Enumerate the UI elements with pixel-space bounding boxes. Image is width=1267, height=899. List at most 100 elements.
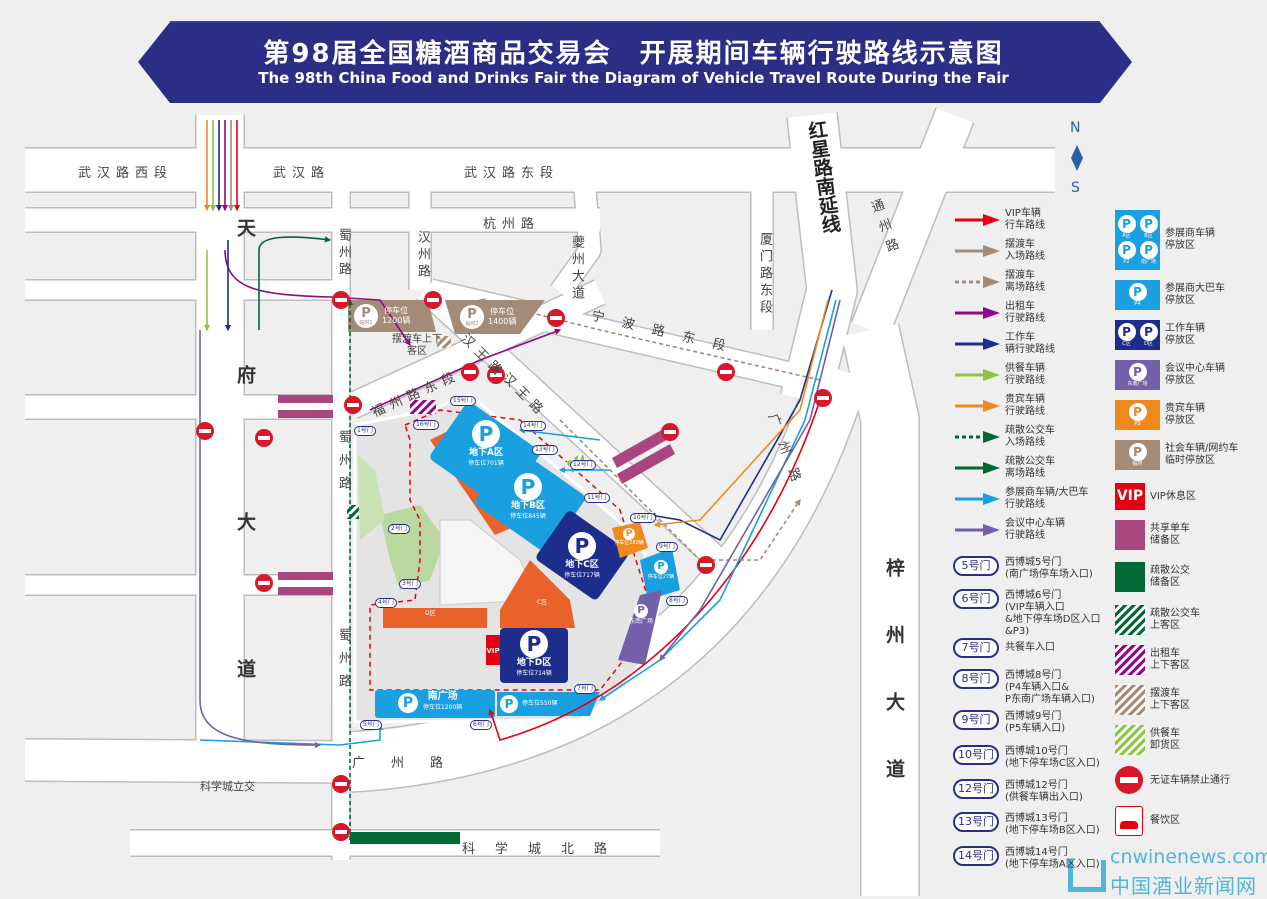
gate-15: 15号门	[450, 396, 476, 406]
legend-gate-badge: 6号门	[953, 589, 999, 609]
road-zizhou: 梓州大道	[883, 558, 905, 826]
legend-route-label: VIP车辆 行车路线	[1005, 208, 1045, 231]
legend-area-label: 餐饮区	[1150, 815, 1180, 826]
route-tianfu-down	[199, 330, 322, 749]
gate-5: 5号门	[360, 720, 382, 730]
route-guest-2	[653, 299, 829, 528]
compass-icon	[1071, 145, 1083, 171]
legend-area-label: 共享单车 储备区	[1150, 523, 1190, 546]
shuttle-zone-label: 摆渡车上下客区	[392, 334, 442, 357]
security-fence	[369, 409, 656, 691]
hall-d-label: D区	[425, 610, 436, 617]
route-conference	[659, 299, 841, 661]
gate-16: 16号门	[413, 420, 439, 430]
compass-north: N	[1070, 120, 1087, 136]
gate-13: 13号门	[532, 445, 558, 455]
legend-gate-badge: 9号门	[953, 710, 999, 730]
road-kexuecheng: 科学城北路	[462, 842, 628, 857]
route-exhibitor-2	[518, 427, 601, 441]
legend-gate-desc: 共餐车入口	[1005, 642, 1055, 653]
route-exhibitor	[598, 299, 837, 701]
food-icon	[1115, 806, 1143, 836]
road-hangzhou: 杭州路	[483, 217, 541, 232]
road-shuzhou-mid: 蜀州路	[336, 430, 351, 499]
parking-icon-caption: 东南广场	[1127, 381, 1148, 387]
legend-arrow-head-icon	[983, 214, 1000, 226]
compass-south: S	[1071, 180, 1086, 196]
legend-area-label: 社会车辆/网约车 临时停放区	[1165, 443, 1239, 466]
legend-gate-badge: 12号门	[953, 779, 999, 799]
legend-area-label: 疏散公交车 上客区	[1150, 608, 1200, 631]
legend-arrow-head-icon	[983, 338, 1000, 350]
legend-hatch-icon	[1115, 725, 1145, 755]
road-wuhan-west: 武汉路西段	[78, 166, 174, 181]
legend-swatch-icon	[1115, 520, 1145, 550]
gate-2: 2号门	[388, 524, 410, 534]
legend-area-label: 会议中心车辆 停放区	[1165, 363, 1225, 386]
route-shuttle-out-2	[559, 419, 801, 561]
gate-11: 11号门	[584, 493, 610, 503]
parking-southeast-block	[618, 590, 662, 665]
legend-gate-badge: 7号门	[953, 638, 999, 658]
legend-gate-badge: 10号门	[953, 745, 999, 765]
legend-route-label: 疏散公交车 离场路线	[1005, 456, 1055, 479]
road-wuhan-east: 武汉路东段	[464, 166, 560, 181]
legend-area-label: 疏散公交 储备区	[1150, 565, 1190, 588]
title-banner	[138, 22, 1132, 103]
legend-area-label: 无证车辆禁止通行	[1150, 775, 1230, 786]
gate-8: 8号门	[666, 596, 688, 606]
legend-route-label: 供餐车辆 行驶路线	[1005, 363, 1045, 386]
roads	[24, 107, 1055, 896]
legend-gate-badge: 5号门	[953, 556, 999, 576]
road-shuzhou-south: 蜀州路	[336, 628, 351, 697]
title-cn: 第98届全国糖酒商品交易会 开展期间车辆行驶路线示意图	[263, 39, 1004, 69]
hall-c-label: C区	[537, 599, 548, 606]
route-shuttle-out	[478, 298, 821, 381]
shared-bike-zones	[278, 395, 675, 595]
legend-gate-desc: 西博城12号门 (供餐车辆出入口)	[1005, 780, 1083, 803]
legend-route-label: 参展商车辆/大巴车 行驶路线	[1005, 487, 1089, 510]
legend-area-label: 供餐车 卸货区	[1150, 728, 1180, 751]
routes	[199, 120, 841, 840]
legend-swatch-icon	[1115, 562, 1145, 592]
parking-p-icon: P	[1128, 363, 1147, 381]
legend-gate-desc: 西博城8号门 (P4车辆入口& P东南广场车辆入口)	[1005, 670, 1095, 705]
legend-gate-desc: 西博城6号门 (VIP车辆入口 &地下停车场D区入口 &P3)	[1005, 590, 1101, 637]
gate-7: 7号门	[574, 684, 596, 694]
legend-arrow-head-icon	[983, 493, 1000, 505]
legend-route-label: 疏散公交车 入场路线	[1005, 425, 1055, 448]
parking-temp1-tag: 临时1	[359, 319, 373, 326]
road-kxc-interchange: 科学城立交	[200, 780, 255, 793]
road-hanzhou: 汉州路	[415, 230, 430, 281]
parking-temp2-tag: 临时2	[465, 320, 479, 327]
legend-area-label: 工作车辆 停放区	[1165, 323, 1205, 346]
parking-p5-block	[612, 522, 648, 558]
legend-arrow-head-icon	[983, 431, 1000, 443]
gate-10: 10号门	[630, 513, 656, 523]
legend-gate-badge: 14号门	[953, 846, 999, 866]
legend-hatch-icon	[1115, 645, 1145, 675]
parking-p-icon: P	[1128, 443, 1147, 461]
legend-arrow-head-icon	[983, 276, 1000, 288]
gate-3: 3号门	[399, 579, 421, 589]
gate-1: 1号门	[354, 426, 376, 436]
legend-gate-badge: 13号门	[953, 812, 999, 832]
legend-area-label: 参展商车辆 停放区	[1165, 228, 1215, 251]
legend-area-label: 摆渡车 上下客区	[1150, 688, 1190, 711]
